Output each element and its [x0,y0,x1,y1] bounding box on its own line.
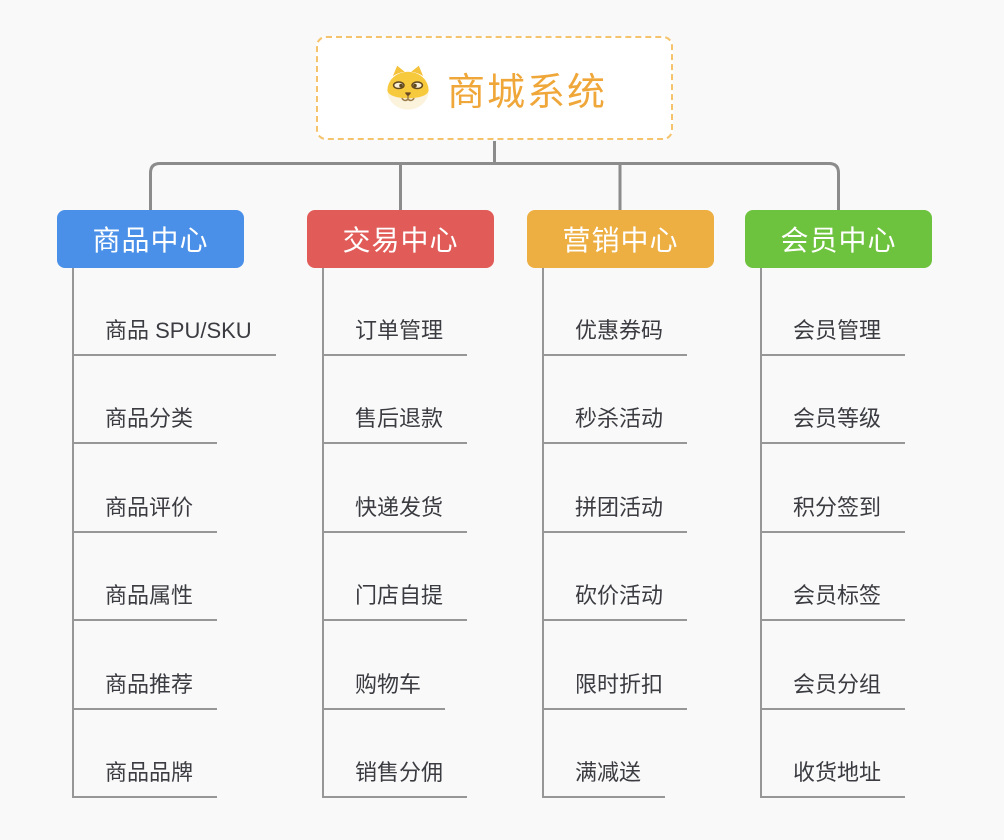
child-topic-label: 商品 SPU/SKU [73,313,276,356]
child-topic[interactable]: 商品评价 [73,444,276,533]
child-topic-label: 会员管理 [761,313,906,356]
dog-face-icon [387,65,429,110]
child-topic[interactable]: 商品属性 [73,533,276,621]
child-topic[interactable]: 会员管理 [761,267,906,356]
child-topic-label: 商品推荐 [73,667,218,710]
child-topic[interactable]: 订单管理 [323,267,468,356]
child-topic[interactable]: 会员等级 [761,356,906,444]
branch-trunk-line [542,268,544,798]
child-topic-label: 商品品牌 [73,755,218,798]
child-topic-label: 满减送 [543,755,666,798]
child-topic[interactable]: 购物车 [323,621,467,710]
branch: 营销中心 优惠券码 秒杀活动 拼团活动 砍价活动 限时折扣 满减送 [527,210,787,798]
child-topic-label: 会员等级 [761,401,906,444]
branch: 商品中心 商品 SPU/SKU 商品分类 商品评价 商品属性 商品推荐 商品品牌 [57,210,317,798]
child-topic[interactable]: 拼团活动 [543,444,688,533]
child-topic[interactable]: 积分签到 [761,444,906,533]
branch-children: 订单管理 售后退款 快递发货 门店自提 购物车 销售分佣 [307,267,468,798]
child-topic-label: 销售分佣 [323,755,468,798]
branch-trunk-line [760,268,762,798]
child-topic-label: 商品属性 [73,578,218,621]
child-topic[interactable]: 收货地址 [761,710,906,798]
child-topic-label: 会员标签 [761,578,906,621]
child-topic-label: 订单管理 [323,313,468,356]
child-topic-label: 限时折扣 [543,667,688,710]
branch-node-3[interactable]: 营销中心 [527,210,714,268]
child-topic-label: 商品评价 [73,490,218,533]
branch-children: 商品 SPU/SKU 商品分类 商品评价 商品属性 商品推荐 商品品牌 [57,267,276,798]
branch: 交易中心 订单管理 售后退款 快递发货 门店自提 购物车 销售分佣 [307,210,567,798]
child-topic[interactable]: 商品分类 [73,356,276,444]
branch: 会员中心 会员管理 会员等级 积分签到 会员标签 会员分组 收货地址 [745,210,1004,798]
child-topic[interactable]: 满减送 [543,710,687,798]
child-topic-label: 门店自提 [323,578,468,621]
child-topic[interactable]: 销售分佣 [323,710,468,798]
child-topic[interactable]: 砍价活动 [543,533,688,621]
branch-node-1[interactable]: 商品中心 [57,210,244,268]
child-topic-label: 商品分类 [73,401,218,444]
child-topic-label: 积分签到 [761,490,906,533]
child-topic-label: 砍价活动 [543,578,688,621]
child-topic-label: 会员分组 [761,667,906,710]
child-topic[interactable]: 优惠券码 [543,267,688,356]
child-topic-label: 收货地址 [761,755,906,798]
child-topic[interactable]: 会员标签 [761,533,906,621]
child-topic[interactable]: 商品品牌 [73,710,276,798]
child-topic-label: 拼团活动 [543,490,688,533]
child-topic-label: 快递发货 [323,490,468,533]
child-topic-label: 优惠券码 [543,313,688,356]
child-topic-label: 秒杀活动 [543,401,688,444]
child-topic[interactable]: 商品推荐 [73,621,276,710]
child-topic[interactable]: 快递发货 [323,444,468,533]
child-topic[interactable]: 会员分组 [761,621,906,710]
child-topic[interactable]: 商品 SPU/SKU [73,267,276,356]
branch-node-4[interactable]: 会员中心 [745,210,932,268]
root-node[interactable]: 商城系统 [316,36,673,140]
child-topic[interactable]: 限时折扣 [543,621,688,710]
branch-children: 优惠券码 秒杀活动 拼团活动 砍价活动 限时折扣 满减送 [527,267,688,798]
child-topic-label: 售后退款 [323,401,468,444]
branch-node-2[interactable]: 交易中心 [307,210,494,268]
child-topic-label: 购物车 [323,667,446,710]
branch-trunk-line [72,268,74,798]
child-topic[interactable]: 售后退款 [323,356,468,444]
child-topic[interactable]: 秒杀活动 [543,356,688,444]
child-topic[interactable]: 门店自提 [323,533,468,621]
branch-children: 会员管理 会员等级 积分签到 会员标签 会员分组 收货地址 [745,267,906,798]
root-title: 商城系统 [446,71,607,114]
branch-trunk-line [322,268,324,798]
